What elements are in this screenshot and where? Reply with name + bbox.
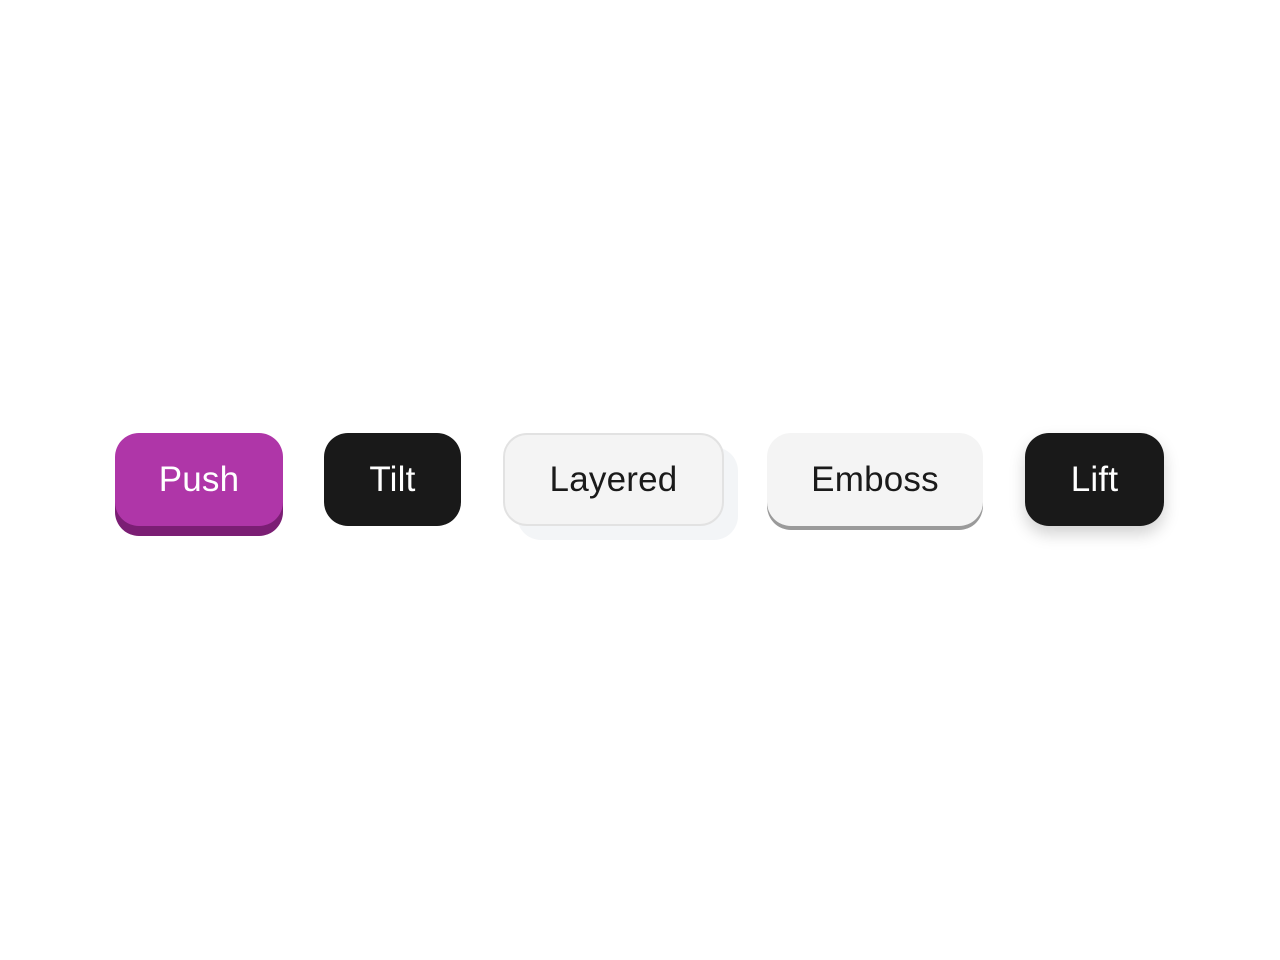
tilt-button[interactable]: Tilt xyxy=(324,433,461,526)
emboss-button[interactable]: Emboss xyxy=(767,433,983,526)
push-button[interactable]: Push xyxy=(115,433,283,526)
lift-button[interactable]: Lift xyxy=(1025,433,1164,526)
layered-button[interactable]: Layered xyxy=(503,433,724,526)
